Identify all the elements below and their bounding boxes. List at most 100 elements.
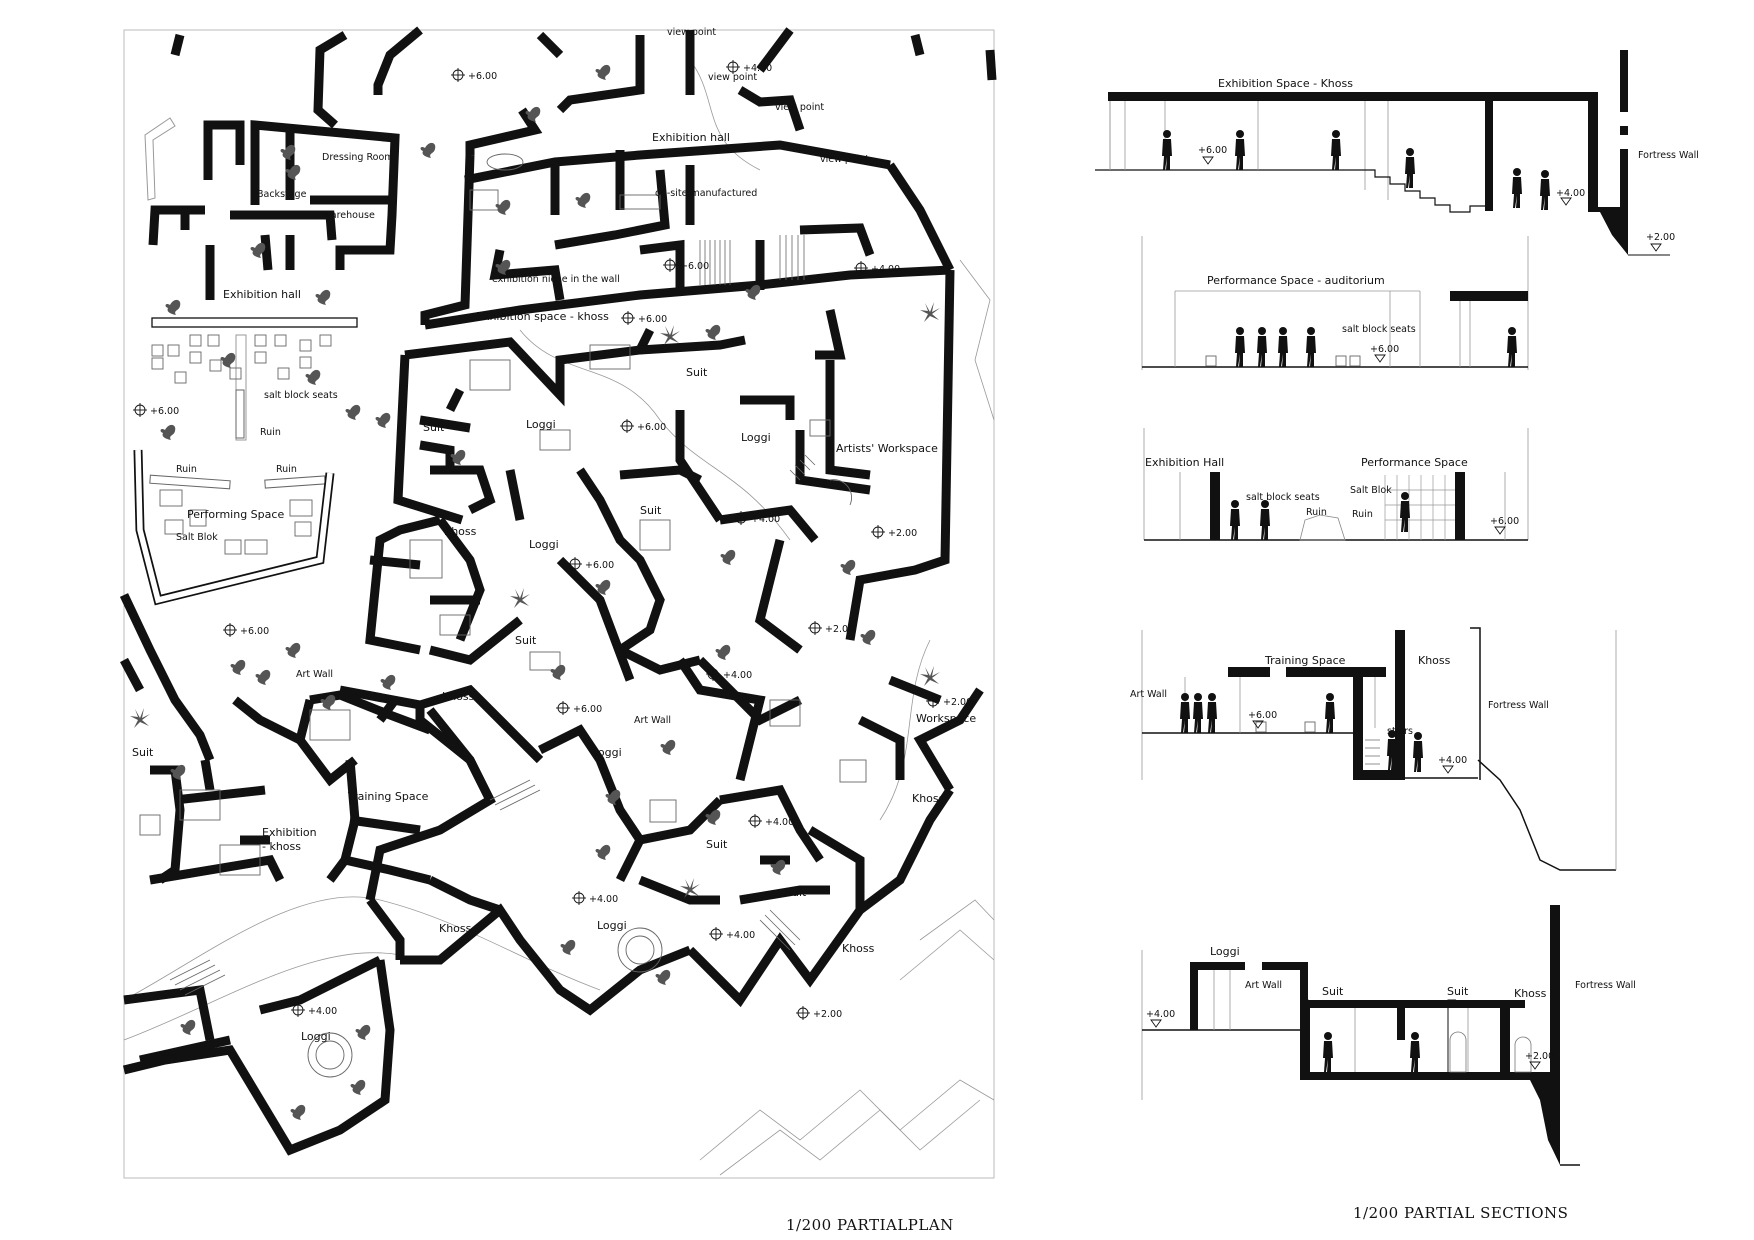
label-view-point: view point <box>667 27 716 38</box>
level-marker: +4.00 <box>1556 188 1585 199</box>
level-marker: +2.00 <box>813 1009 842 1020</box>
label-suit: Suit <box>423 421 445 434</box>
label-artists-workspace: Artists' Workspace <box>836 442 938 455</box>
label-ruin: Ruin <box>260 427 281 438</box>
label-training-space: Training Space <box>1264 654 1346 667</box>
level-marker: +4.00 <box>743 63 772 74</box>
label-warehouse: Warehouse <box>322 210 375 221</box>
level-marker: +2.00 <box>943 697 972 708</box>
section-title: Performance Space - auditorium <box>1207 274 1385 287</box>
label-khoss: Khoss <box>912 792 945 805</box>
label-exhibition-hall: Exhibition Hall <box>1145 456 1224 469</box>
label-performance-space: Performance Space <box>1361 456 1468 469</box>
level-marker: +6.00 <box>1248 710 1277 721</box>
label-khoss: Khoss <box>439 922 472 935</box>
label-exhibition-hall: Exhibition hall <box>652 131 730 144</box>
level-marker: +4.00 <box>723 670 752 681</box>
section-training-space: Training Space Khoss Art Wall Fortress W… <box>1130 627 1617 871</box>
label-art-wall: Art Wall <box>1245 980 1282 991</box>
left-middle <box>119 593 495 1065</box>
section-loggi-suits: Loggi Art Wall Suit Suit Khoss Fortress … <box>1141 905 1636 1166</box>
level-marker: +2.00 <box>888 528 917 539</box>
level-marker: +4.00 <box>726 930 755 941</box>
level-marker: +4.00 <box>1438 755 1467 766</box>
label-view-point: view point <box>708 72 757 83</box>
label-workspace: Workspace <box>916 712 976 725</box>
label-khoss: Khoss <box>1514 987 1547 1000</box>
performing-area <box>133 317 358 606</box>
label-exhibition-khoss: Exhibition <box>262 826 317 839</box>
label-suit: Suit <box>515 634 537 647</box>
label-suit: Suit <box>132 746 154 759</box>
level-marker: +6.00 <box>1198 145 1227 156</box>
plan-level-markers: +6.00 +4.00 +6.00 +4.00 +6.00 +6.00 +6.0… <box>132 59 972 1021</box>
level-marker: +4.00 <box>589 894 618 905</box>
label-view-point: view point <box>775 102 824 113</box>
level-marker: +6.00 <box>240 626 269 637</box>
level-marker: +4.00 <box>751 514 780 525</box>
label-performing-space: Performing Space <box>187 508 284 521</box>
label-salt-blok: Salt Blok <box>1350 485 1392 496</box>
label-stairs: stairs <box>1387 726 1413 737</box>
label-fortress-wall: Fortress Wall <box>1638 150 1699 161</box>
level-marker: +2.00 <box>1646 232 1675 243</box>
label-exhibition-hall: Exhibition hall <box>223 288 301 301</box>
label-suit: Suit <box>785 886 807 899</box>
level-marker: +4.00 <box>1146 1009 1175 1020</box>
label-loggi: Loggi <box>592 746 622 759</box>
label-fortress-wall: Fortress Wall <box>1575 980 1636 991</box>
label-exhibition-khoss: - khoss <box>262 840 301 853</box>
label-loggi: Loggi <box>1210 945 1240 958</box>
label-suit: Suit <box>706 838 728 851</box>
label-loggi: Loggi <box>741 431 771 444</box>
label-exhibition-niche: exhibition niche in the wall <box>492 274 620 285</box>
label-suit: Suit <box>640 504 662 517</box>
label-salt-block-seats: salt block seats <box>264 390 338 401</box>
label-fortress-wall: Fortress Wall <box>1488 700 1549 711</box>
label-suit: Suit <box>1447 985 1469 998</box>
section-exhibition-space-khoss: Exhibition Space - Khoss Fortress Wall +… <box>1095 50 1699 256</box>
level-marker: +4.00 <box>308 1006 337 1017</box>
level-marker: +6.00 <box>637 422 666 433</box>
level-marker: +2.00 <box>1525 1051 1554 1062</box>
training-lower <box>122 675 984 1156</box>
label-loggi: Loggi <box>529 538 559 551</box>
label-art-wall: Art Wall <box>296 669 333 680</box>
label-loggi: Loggi <box>597 919 627 932</box>
label-suit: Suit <box>686 366 708 379</box>
plan-labels: view point view point view point view po… <box>132 27 976 1043</box>
label-loggi: Loggi <box>526 418 556 431</box>
label-suit: Suit <box>1322 985 1344 998</box>
label-ruin: Ruin <box>1306 507 1327 518</box>
level-marker: +2.00 <box>825 624 854 635</box>
level-marker: +4.00 <box>765 817 794 828</box>
central-suites <box>365 269 955 782</box>
partial-sections: Exhibition Space - Khoss Fortress Wall +… <box>1095 50 1699 1222</box>
label-salt-block-seats: salt block seats <box>1342 324 1416 335</box>
level-marker: +6.00 <box>468 71 497 82</box>
label-khoss: Khoss <box>444 525 477 538</box>
level-marker: +6.00 <box>585 560 614 571</box>
label-salt-blok: Salt Blok <box>176 532 218 543</box>
level-marker: +6.00 <box>573 704 602 715</box>
label-training-space: Training Space <box>347 790 429 803</box>
backstage-block <box>148 120 400 300</box>
level-marker: +6.00 <box>1370 344 1399 355</box>
top-left-fragments <box>144 26 997 441</box>
section-performance-auditorium: Performance Space - auditorium salt bloc… <box>1141 236 1529 370</box>
level-marker: +6.00 <box>638 314 667 325</box>
level-marker: +4.00 <box>871 264 900 275</box>
label-dressing-room: Dressing Room <box>322 152 394 163</box>
partial-plan: view point view point view point view po… <box>119 26 997 1234</box>
level-marker: +6.00 <box>150 406 179 417</box>
sections-caption: 1/200 PARTIAL SECTIONS <box>1353 1204 1568 1222</box>
label-art-wall: Art Wall <box>634 715 671 726</box>
section-title: Exhibition Space - Khoss <box>1218 77 1353 90</box>
label-backstage: Backstage <box>257 189 307 200</box>
label-khoss: Khoss <box>842 942 875 955</box>
section-exhibition-performance: Exhibition Hall Performance Space salt b… <box>1143 428 1529 541</box>
plan-caption: 1/200 PARTIALPLAN <box>786 1216 954 1234</box>
label-art-wall: Art Wall <box>1130 689 1167 700</box>
label-on-site-manufactured: on-site manufactured <box>655 188 757 199</box>
